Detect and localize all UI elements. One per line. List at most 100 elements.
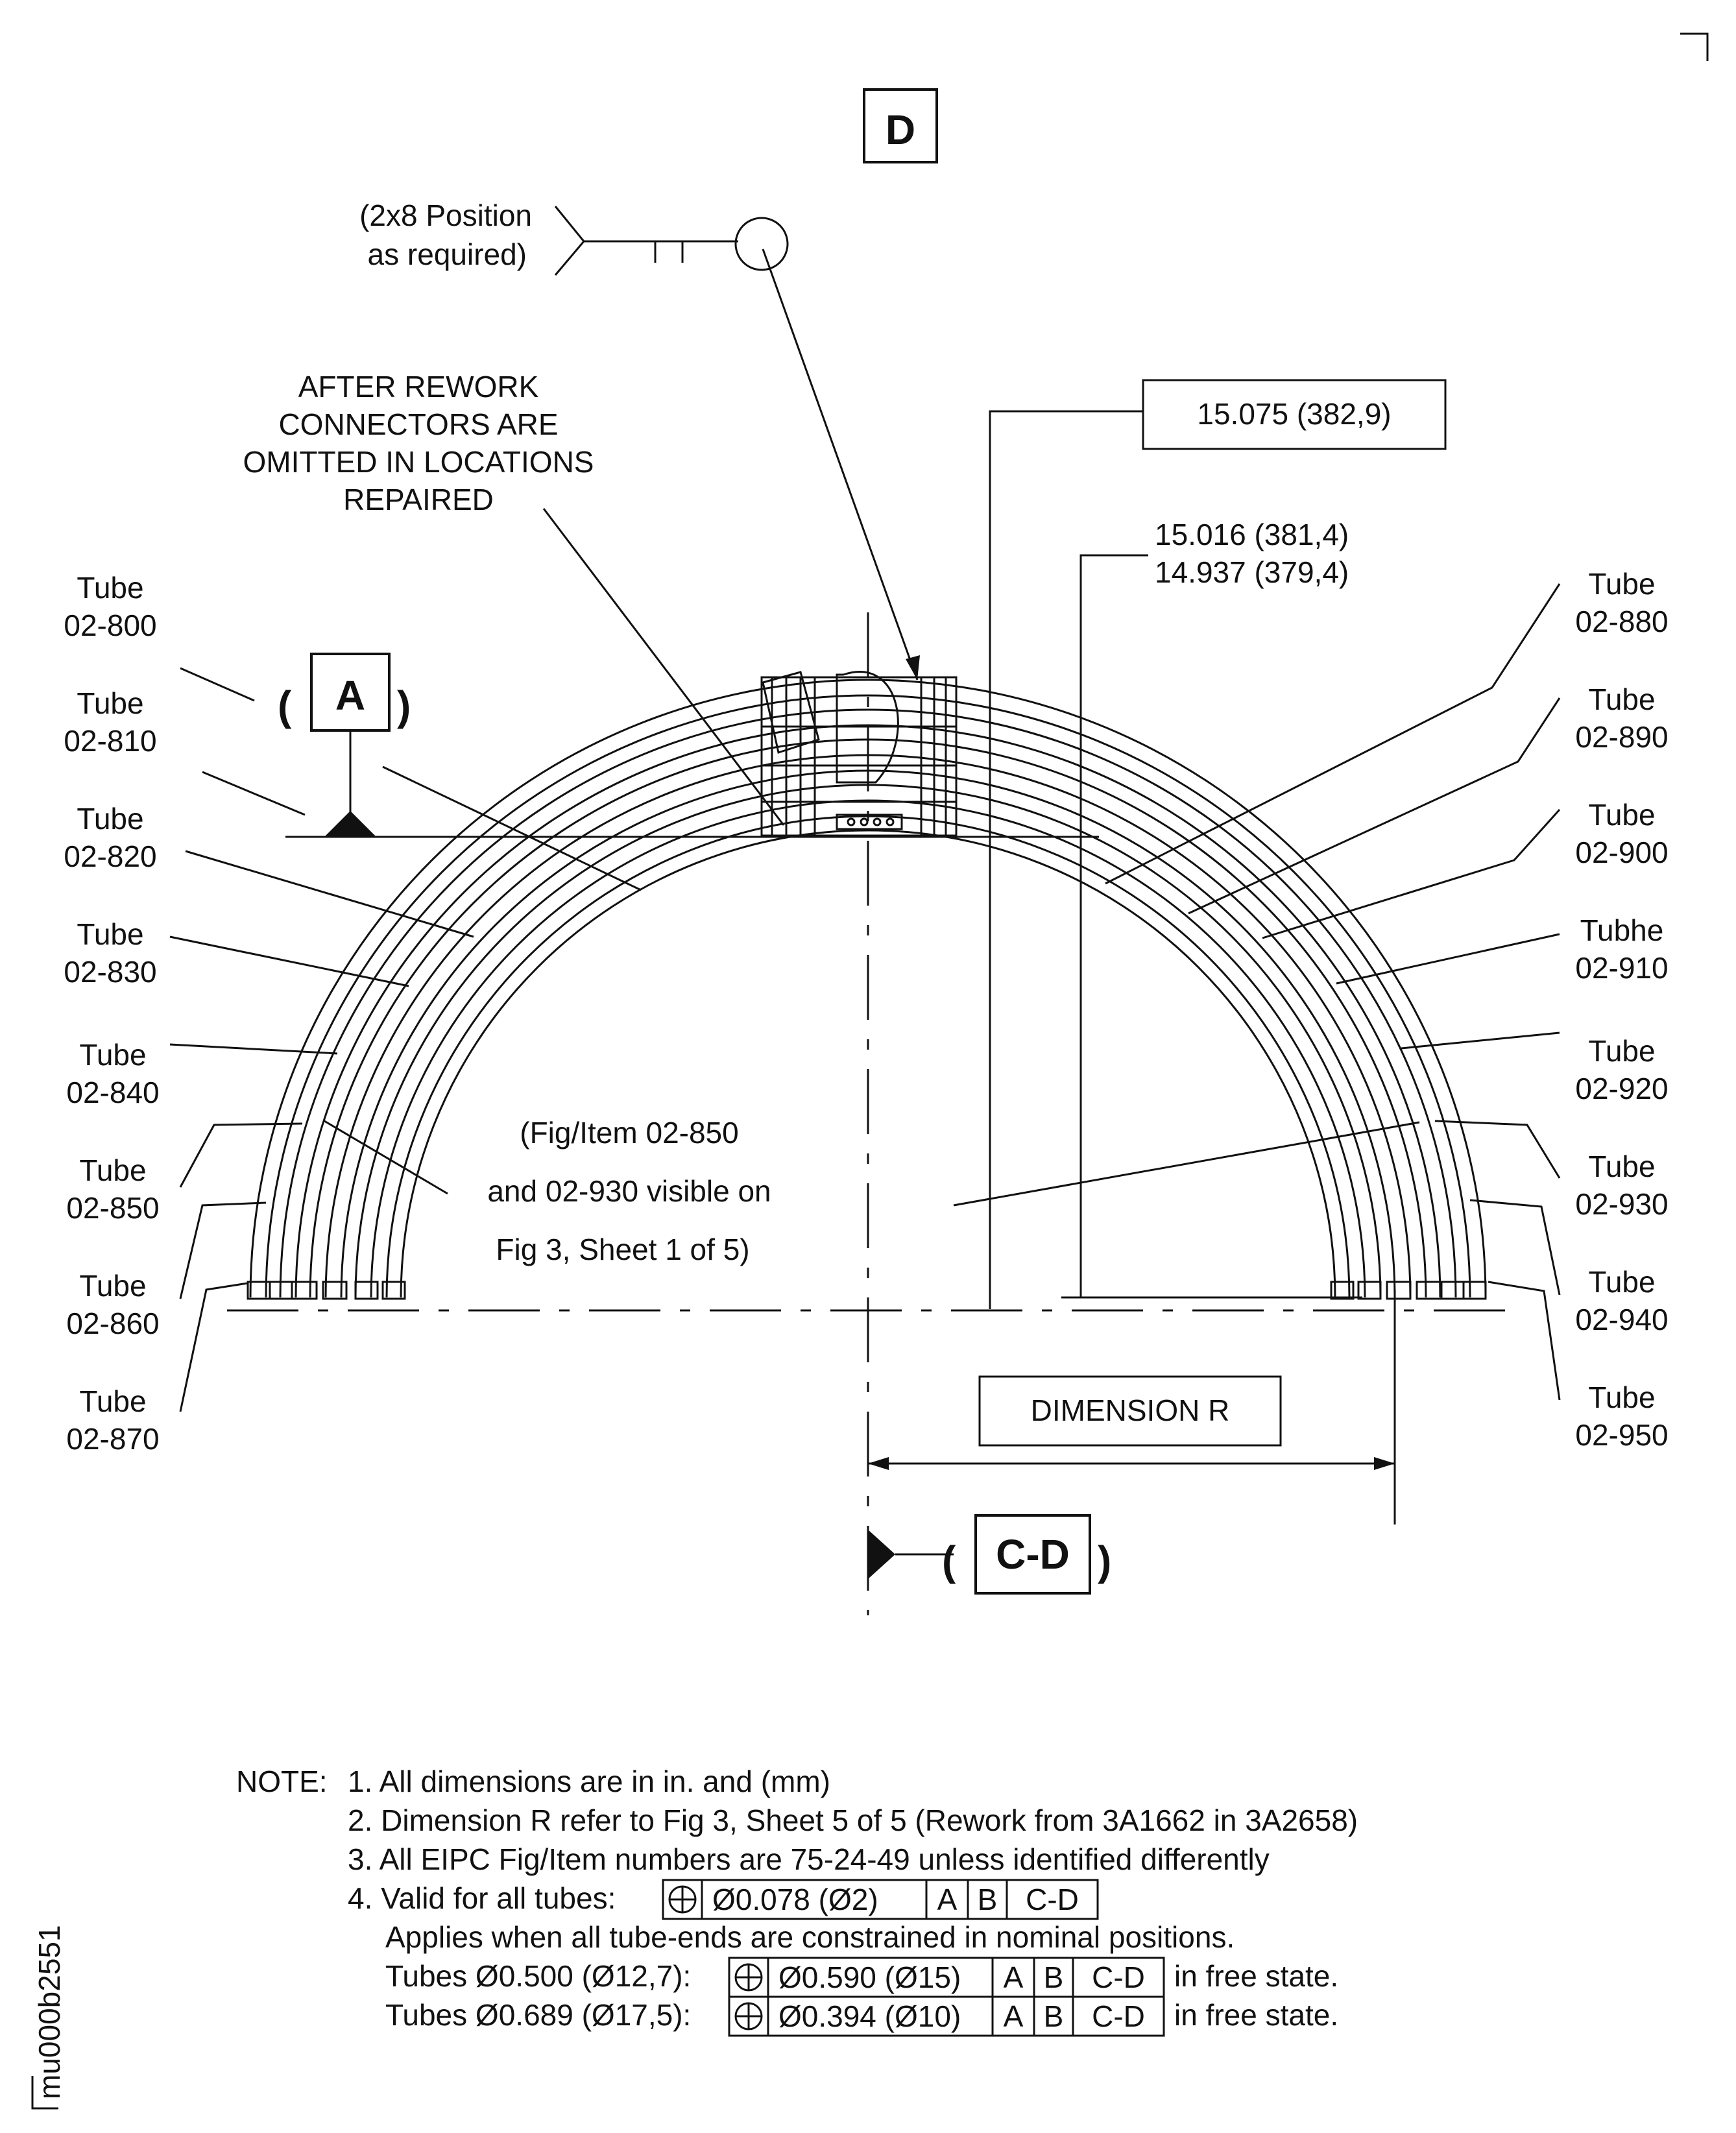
- tube-label-word: Tube: [77, 686, 143, 720]
- note-3: 3. All EIPC Fig/Item numbers are 75-24-4…: [348, 1842, 1270, 1876]
- tube-label-word: Tube: [1588, 798, 1655, 832]
- arrowhead: [1374, 1457, 1395, 1470]
- position-callout-line2: as required): [368, 237, 527, 271]
- note-1: 1. All dimensions are in in. and (mm): [348, 1765, 830, 1798]
- rework-note-line2: CONNECTORS ARE: [278, 407, 558, 441]
- tube-end-fittings-right: [1330, 1281, 1487, 1300]
- fig-note-line2: and 02-930 visible on: [487, 1174, 771, 1208]
- dimension-r-box: [978, 1375, 1282, 1447]
- fcf-all-tolerance: Ø0.078 (Ø2): [712, 1883, 878, 1916]
- fig-note-line1: (Fig/Item 02-850: [520, 1116, 738, 1150]
- tube-label-number: 02-870: [66, 1422, 159, 1456]
- fcf-all-datum-b: B: [978, 1883, 998, 1916]
- tube-end-fittings-left: [247, 1281, 406, 1300]
- note-2: 2. Dimension R refer to Fig 3, Sheet 5 o…: [348, 1803, 1358, 1837]
- free-state-689: in free state.: [1174, 1998, 1338, 2032]
- note-tubes-689: Tubes Ø0.689 (Ø17,5):: [385, 1998, 691, 2032]
- feature-control-frame-689: [728, 1995, 1165, 2037]
- fcf-500-datum-b: B: [1044, 1960, 1064, 1994]
- feature-control-frame-all: [662, 1879, 1099, 1920]
- position-callout-leader: [554, 206, 738, 276]
- left-tube-labels: Tube 02-800 Tube 02-810 Tube 02-820 Tube…: [64, 571, 159, 1456]
- dim-range-line2: 14.937 (379,4): [1155, 555, 1349, 589]
- datum-cd-paren-right: ): [1098, 1537, 1111, 1584]
- right-tube-leaders: [1105, 583, 1561, 1401]
- datum-a-paren-left: (: [278, 682, 292, 729]
- fig-note-leader-right: [953, 1121, 1420, 1207]
- datum-a-paren-right: ): [397, 682, 411, 729]
- fcf-500-datum-cd: C-D: [1092, 1960, 1145, 1994]
- tube-label-number: 02-840: [66, 1076, 159, 1109]
- datum-cd-box: [974, 1514, 1091, 1595]
- fcf-500-datum-a: A: [1004, 1960, 1024, 1994]
- tube-label-number: 02-860: [66, 1307, 159, 1340]
- fig-note-leader-left: [324, 1120, 448, 1195]
- fcf-all-datum-a: A: [937, 1883, 958, 1916]
- note-tubes-500: Tubes Ø0.500 (Ø12,7):: [385, 1959, 691, 1993]
- tube-label-number: 02-880: [1575, 605, 1668, 638]
- tube-label-word: Tube: [1588, 1380, 1655, 1414]
- dim-top-text: 15.075 (382,9): [1197, 397, 1391, 431]
- arrowhead: [868, 1457, 889, 1470]
- rework-note-line3: OMITTED IN LOCATIONS: [243, 445, 594, 479]
- tube-label-number: 02-940: [1575, 1303, 1668, 1336]
- view-label-box: [863, 88, 938, 163]
- fcf-689-datum-b: B: [1044, 1999, 1064, 2033]
- tube-label-number: 02-900: [1575, 836, 1668, 869]
- top-connector-block: [760, 671, 958, 837]
- dimension-r-text: DIMENSION R: [1031, 1393, 1230, 1427]
- position-callout-line1: (2x8 Position: [359, 199, 532, 232]
- tube-label-number: 02-950: [1575, 1418, 1668, 1452]
- tube-label-word: Tube: [1588, 1150, 1655, 1183]
- tube-label-number: 02-830: [64, 955, 156, 989]
- datum-cd-triangle: [868, 1530, 895, 1579]
- tube-label-number: 02-920: [1575, 1072, 1668, 1105]
- tube-label-number: 02-810: [64, 724, 156, 758]
- fig-note-line3: Fig 3, Sheet 1 of 5): [496, 1233, 749, 1266]
- tube-label-number: 02-890: [1575, 720, 1668, 754]
- note-prefix: NOTE:: [236, 1765, 328, 1798]
- drawing-id-bracket: [31, 2076, 58, 2110]
- rework-note-line1: AFTER REWORK: [298, 370, 539, 404]
- tube-label-number: 02-930: [1575, 1187, 1668, 1221]
- fcf-689-datum-a: A: [1004, 1999, 1024, 2033]
- view-label: D: [886, 106, 915, 153]
- rework-note-line4: REPAIRED: [343, 483, 494, 516]
- tube-label-number: 02-820: [64, 839, 156, 873]
- tube-label-number: 02-850: [66, 1191, 159, 1225]
- tube-label-number: 02-910: [1575, 951, 1668, 985]
- tube-label-word: Tubhe: [1580, 913, 1664, 947]
- drawing-id: mu000b2551: [32, 1925, 66, 2099]
- datum-cd-paren-left: (: [942, 1537, 956, 1584]
- tube-bundle-left: [249, 679, 1487, 1298]
- left-tube-leaders: [169, 667, 642, 1412]
- tube-label-word: Tube: [77, 802, 143, 836]
- dim-range-line1: 15.016 (381,4): [1155, 518, 1349, 551]
- tube-label-word: Tube: [79, 1384, 146, 1418]
- corner-mark: [1680, 32, 1709, 61]
- position-callout-circle: [734, 217, 789, 271]
- position-callout-arrow: [762, 248, 919, 681]
- arrowhead: [906, 655, 920, 680]
- tube-label-word: Tube: [1588, 682, 1655, 716]
- dim-top-leader: [989, 410, 1143, 1309]
- dimension-r-line: [868, 1290, 1396, 1524]
- fcf-all-datum-cd: C-D: [1026, 1883, 1079, 1916]
- fcf-689-datum-cd: C-D: [1092, 1999, 1145, 2033]
- tube-label-word: Tube: [79, 1038, 146, 1072]
- notes-section: NOTE: 1. All dimensions are in in. and (…: [236, 1765, 1358, 2037]
- note-4: 4. Valid for all tubes:: [348, 1881, 616, 1915]
- tube-label-word: Tube: [77, 571, 143, 605]
- datum-a-triangle: [324, 811, 376, 837]
- rework-note-leader: [542, 508, 785, 826]
- right-tube-labels: Tube 02-880 Tube 02-890 Tube 02-900 Tubh…: [1575, 567, 1668, 1452]
- tube-label-number: 02-800: [64, 609, 156, 642]
- note-applies: Applies when all tube-ends are constrain…: [385, 1920, 1235, 1954]
- tube-label-word: Tube: [1588, 567, 1655, 601]
- tube-label-word: Tube: [77, 917, 143, 951]
- tube-label-word: Tube: [79, 1269, 146, 1303]
- dim-range-leader: [1079, 554, 1148, 1297]
- free-state-500: in free state.: [1174, 1959, 1338, 1993]
- datum-a-label: A: [335, 672, 365, 719]
